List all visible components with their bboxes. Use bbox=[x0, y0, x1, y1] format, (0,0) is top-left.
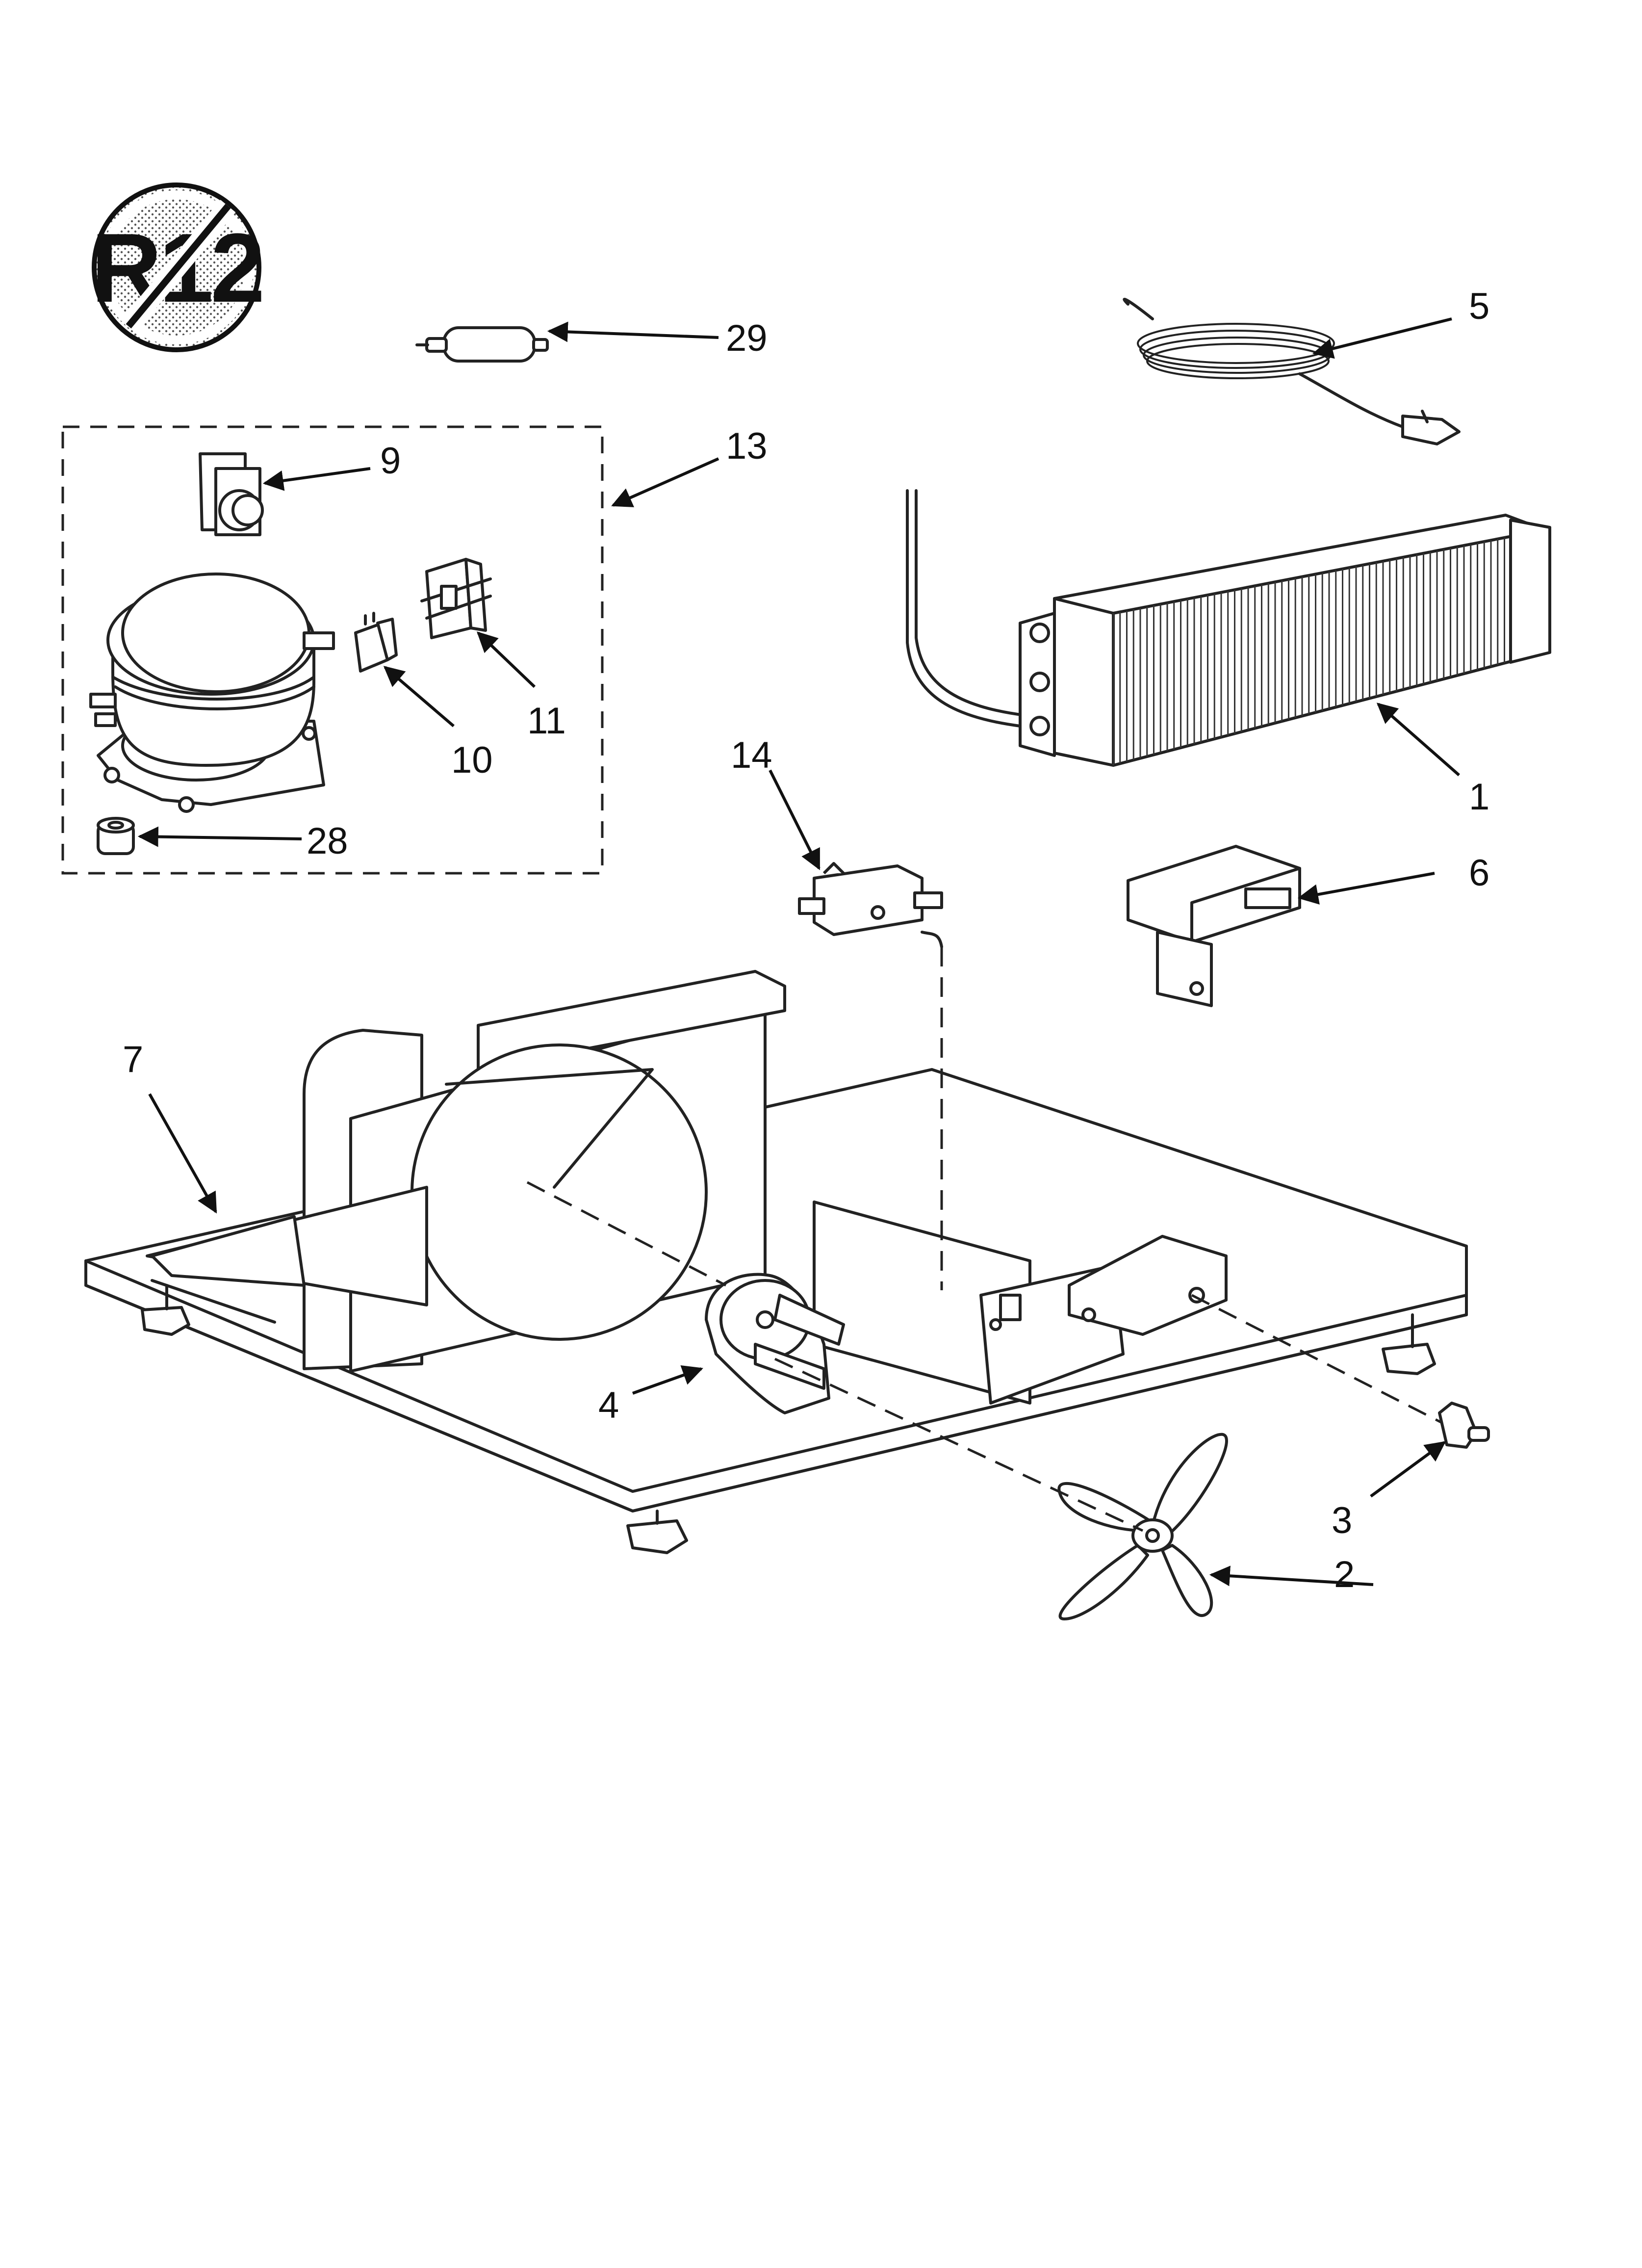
callout-2: 2 bbox=[1334, 1554, 1355, 1595]
callout-28: 28 bbox=[307, 820, 348, 862]
bushing-icon bbox=[1438, 1402, 1490, 1449]
callout-1: 1 bbox=[1469, 776, 1489, 818]
callout-14: 14 bbox=[731, 734, 772, 776]
filter-drier-icon bbox=[415, 326, 549, 363]
callout-7: 7 bbox=[123, 1039, 143, 1080]
callout-11: 11 bbox=[527, 700, 566, 742]
power-cord-icon bbox=[1123, 298, 1461, 445]
terminal-cover-icon bbox=[354, 612, 398, 673]
leader-lines bbox=[137, 317, 1460, 1587]
grommet-icon bbox=[97, 817, 135, 855]
fan-blade-icon bbox=[1057, 1433, 1228, 1620]
callout-6: 6 bbox=[1469, 852, 1489, 894]
switch-icon bbox=[798, 862, 943, 948]
compressor-icon bbox=[89, 573, 335, 813]
callout-3: 3 bbox=[1332, 1500, 1352, 1541]
condenser-coil-icon bbox=[906, 489, 1551, 767]
callout-4: 4 bbox=[598, 1384, 619, 1426]
control-box-icon bbox=[1127, 845, 1301, 1007]
no-r12-refrigerant-symbol: R12 bbox=[91, 182, 265, 352]
callout-5: 5 bbox=[1469, 286, 1489, 327]
callout-29: 29 bbox=[726, 317, 768, 359]
overload-protector-icon bbox=[420, 558, 492, 639]
callout-labels: 29 5 13 9 10 11 28 1 6 14 7 4 2 3 bbox=[123, 286, 1489, 1595]
callout-10: 10 bbox=[451, 739, 493, 781]
machine-base-icon bbox=[84, 970, 1468, 1554]
callout-13: 13 bbox=[726, 425, 768, 467]
callout-9: 9 bbox=[380, 440, 401, 482]
assembly-lines bbox=[526, 947, 1443, 1532]
start-relay-icon bbox=[199, 452, 264, 536]
